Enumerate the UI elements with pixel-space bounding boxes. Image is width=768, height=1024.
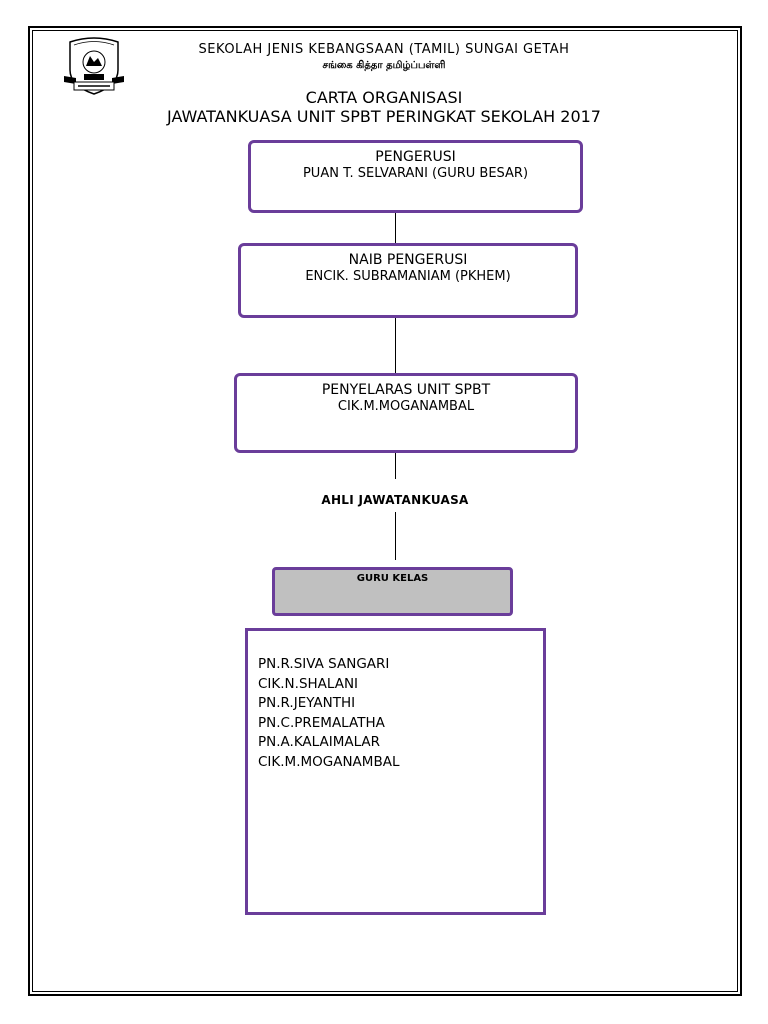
group-label: GURU KELAS bbox=[356, 573, 429, 584]
node-role: NAIB PENGERUSI bbox=[348, 252, 468, 268]
node-coordinator: PENYELARAS UNIT SPBT CIK.M.MOGANAMBAL bbox=[234, 373, 578, 453]
page-border-inner bbox=[32, 30, 738, 992]
school-name-tamil: சங்கை கித்தா தமிழ்ப்பள்ளி bbox=[322, 60, 446, 71]
chart-title: CARTA ORGANISASI bbox=[305, 88, 463, 107]
connector-line bbox=[395, 453, 396, 479]
node-vice-chairman: NAIB PENGERUSI ENCIK. SUBRAMANIAM (PKHEM… bbox=[238, 243, 578, 318]
school-name: SEKOLAH JENIS KEBANGSAAN (TAMIL) SUNGAI … bbox=[198, 42, 570, 57]
member-item: CIK.M.MOGANAMBAL bbox=[258, 753, 400, 770]
node-person: PUAN T. SELVARANI (GURU BESAR) bbox=[302, 166, 529, 181]
node-role: PENYELARAS UNIT SPBT bbox=[321, 382, 491, 398]
node-role: PENGERUSI bbox=[375, 149, 456, 165]
member-item: PN.A.KALAIMALAR bbox=[258, 734, 381, 750]
member-item: PN.R.SIVA SANGARI bbox=[258, 656, 390, 672]
member-item: PN.R.JEYANTHI bbox=[258, 695, 356, 711]
group-box-class-teachers: GURU KELAS bbox=[272, 567, 513, 616]
node-chairman: PENGERUSI PUAN T. SELVARANI (GURU BESAR) bbox=[248, 140, 583, 213]
members-list: PN.R.SIVA SANGARI CIK.N.SHALANI PN.R.JEY… bbox=[245, 628, 546, 915]
connector-line bbox=[395, 318, 396, 373]
page-border-outer bbox=[28, 26, 742, 996]
member-item: CIK.N.SHALANI bbox=[258, 675, 359, 692]
chart-subtitle: JAWATANKUASA UNIT SPBT PERINGKAT SEKOLAH… bbox=[167, 107, 601, 126]
node-person: CIK.M.MOGANAMBAL bbox=[337, 399, 475, 414]
school-crest-icon bbox=[64, 37, 124, 95]
committee-label: AHLI JAWATANKUASA bbox=[321, 493, 469, 507]
connector-line bbox=[395, 213, 396, 243]
connector-line bbox=[395, 512, 396, 560]
member-item: PN.C.PREMALATHA bbox=[258, 714, 385, 731]
node-person: ENCIK. SUBRAMANIAM (PKHEM) bbox=[305, 269, 511, 284]
